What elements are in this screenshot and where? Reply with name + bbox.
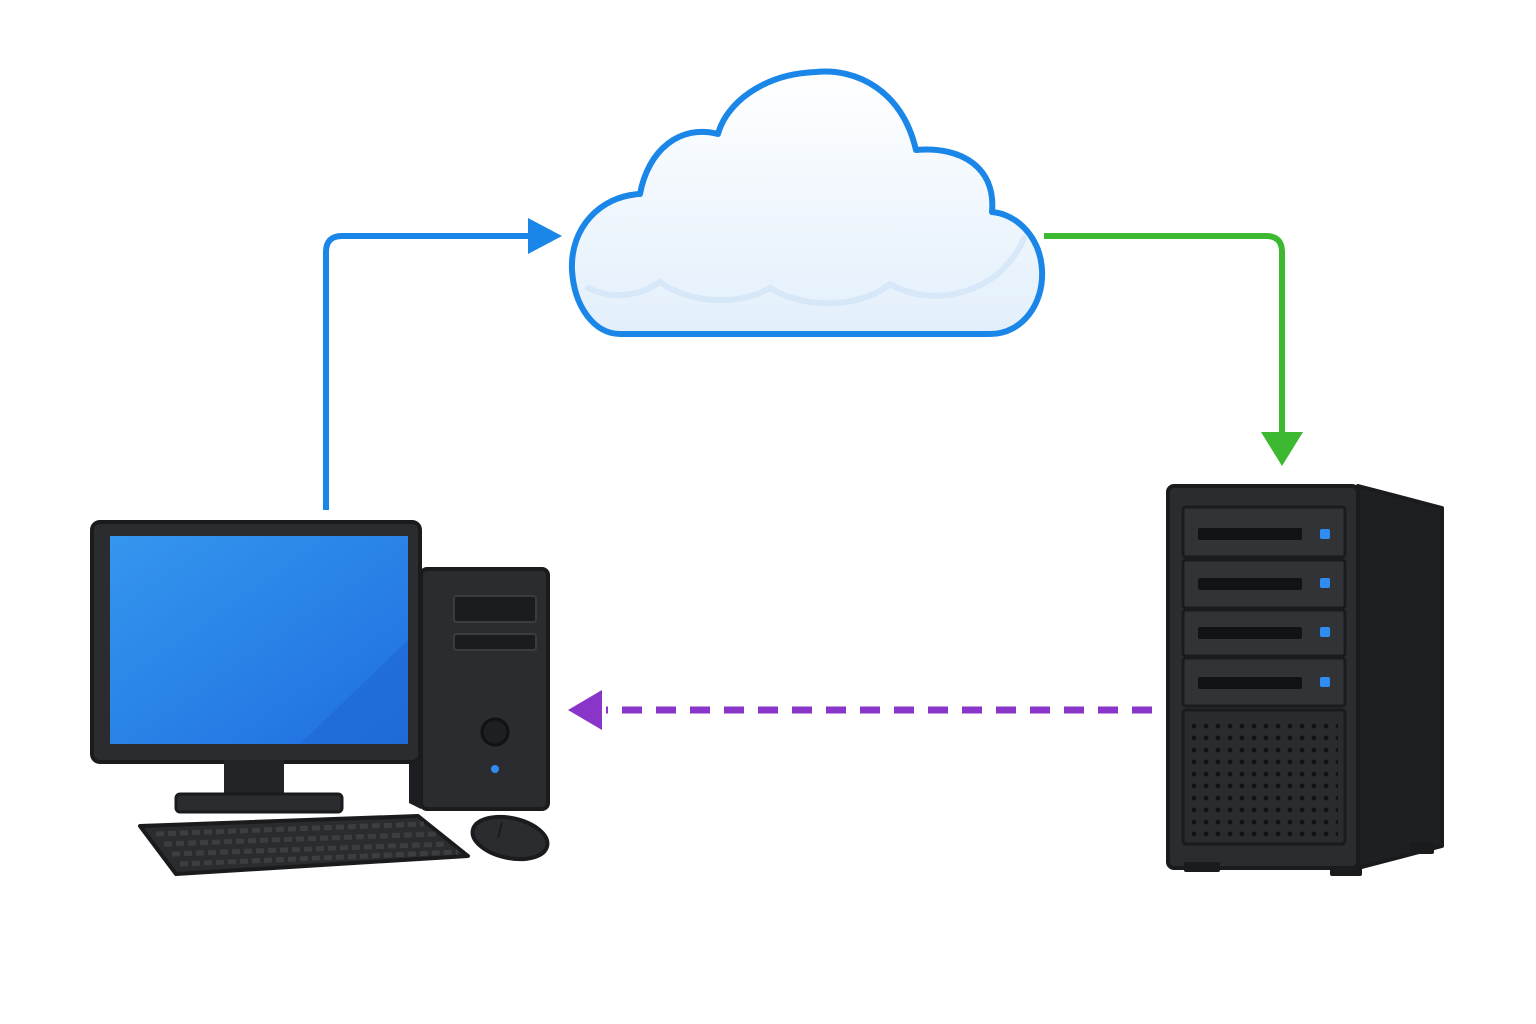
drive-bay-3 — [1181, 608, 1347, 658]
drive-bay-2 — [1181, 558, 1347, 610]
drive-bay-4 — [1181, 656, 1347, 708]
arrowhead-down-icon — [1261, 432, 1303, 466]
arrowhead-right-icon — [528, 218, 562, 254]
server-tower-icon — [1166, 484, 1444, 876]
edge-cloud-to-server — [1044, 233, 1303, 466]
desktop-computer-icon — [90, 520, 550, 876]
drive-bay-1 — [1181, 505, 1347, 559]
edge-client-to-cloud — [323, 218, 562, 510]
arrowhead-left-icon — [568, 690, 602, 730]
keyboard-icon — [138, 814, 470, 876]
mouse-icon — [470, 814, 550, 862]
edge-server-to-client — [568, 690, 1152, 730]
cloud-icon — [568, 68, 1046, 337]
pc-tower — [409, 567, 550, 811]
pc-monitor — [90, 520, 422, 814]
edge-client-to-cloud-line — [323, 233, 532, 510]
edge-cloud-to-server-line — [1044, 233, 1285, 436]
vent-grille — [1181, 708, 1347, 846]
